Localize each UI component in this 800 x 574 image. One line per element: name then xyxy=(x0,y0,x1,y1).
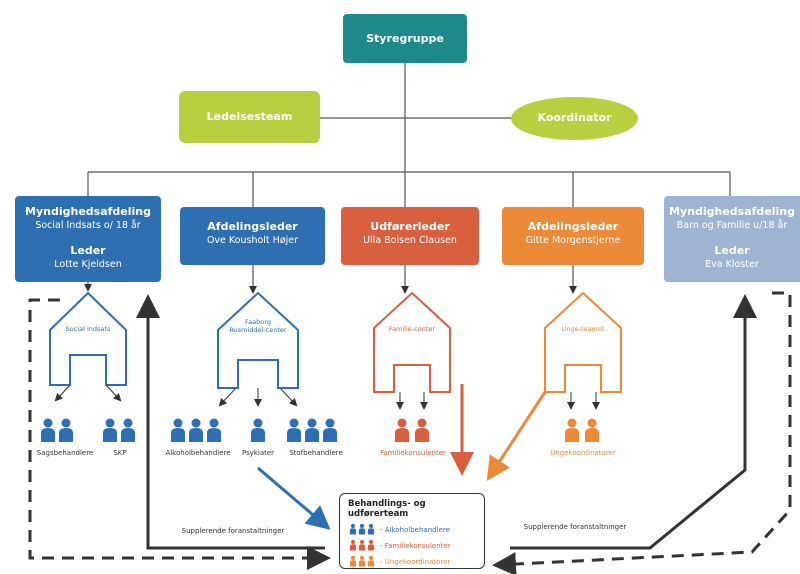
management-team-box: Ledelsesteam xyxy=(179,91,320,143)
team-row: - Alkoholbehandlere xyxy=(348,522,476,538)
coordinator-ellipse: Koordinator xyxy=(511,97,638,140)
unit-title: Afdelingsleder xyxy=(207,220,298,233)
unit-title: Myndighedsafdeling xyxy=(25,205,151,218)
person-icon xyxy=(367,540,375,551)
people-label-stof: Stofbehandlere xyxy=(289,449,343,457)
unit-role: Leder xyxy=(70,244,106,257)
people-icon xyxy=(349,524,375,535)
person-icon xyxy=(367,556,375,567)
unit-leader-name: Gitte Morgenstjerne xyxy=(525,235,621,246)
team-row: - Familiekonsulenter xyxy=(348,538,476,554)
house-label: Faaborg Rusmiddel-center xyxy=(229,318,287,334)
people-label-unge: Ungekoordinatorer xyxy=(550,449,616,457)
unit-role: Leder xyxy=(714,244,750,257)
steering-group-box: Styregruppe xyxy=(343,14,467,63)
team-row-label: - Ungekoordinatorer xyxy=(380,558,451,566)
treatment-team-title: Behandlings- og udførerteam xyxy=(348,499,426,519)
unit-box-rusmiddel: Afdelingsleder Ove Kousholt Højer xyxy=(180,207,325,265)
coordinator-label: Koordinator xyxy=(537,111,612,124)
people-label-alkohol: Alkoholbehandlere xyxy=(165,449,231,457)
unit-box-udfoerer: Udførerleder Ulla Boisen Clausen xyxy=(341,207,479,265)
person-icon xyxy=(358,540,366,551)
unit-title: Afdelingsleder xyxy=(527,220,619,233)
person-icon xyxy=(349,524,357,535)
unit-leader-name: Lotte Kjeldsen xyxy=(54,259,122,270)
unit-subtitle: Barn og Familie u/18 år xyxy=(676,220,788,231)
house-label: Unge-teamet xyxy=(561,325,605,333)
unit-subtitle: Social Indsats o/ 18 år xyxy=(35,220,141,231)
unit-title: Myndighedsafdeling xyxy=(669,205,795,218)
treatment-team-box: Behandlings- og udførerteam - Alkoholbeh… xyxy=(339,493,485,569)
steering-group-label: Styregruppe xyxy=(366,32,444,45)
people-label-familie: Familiekonsulenter xyxy=(380,449,446,457)
people-icon xyxy=(349,556,375,567)
unit-box-unge: Afdelingsleder Gitte Morgenstjerne xyxy=(502,207,644,265)
unit-leader-name: Eva Kloster xyxy=(705,259,759,270)
team-row-label: - Alkoholbehandlere xyxy=(380,526,450,534)
unit-box-social-adult: Myndighedsafdeling Social Indsats o/ 18 … xyxy=(15,196,161,282)
team-row: - Ungekoordinatorer xyxy=(348,554,476,570)
house-label: Social indsats xyxy=(65,325,111,333)
supplementary-label-left: Supplerende foranstaltninger xyxy=(181,527,285,535)
people-icon xyxy=(349,540,375,551)
house-label: Familie-center xyxy=(388,325,436,333)
management-team-label: Ledelsesteam xyxy=(206,110,293,123)
unit-title: Udførerleder xyxy=(370,220,450,233)
team-row-label: - Familiekonsulenter xyxy=(380,542,451,550)
people-label-sagsbehandlere: Sagsbehandlere xyxy=(36,449,94,457)
people-label-skp: SKP xyxy=(113,449,127,457)
person-icon xyxy=(358,524,366,535)
person-icon xyxy=(349,540,357,551)
person-icon xyxy=(358,556,366,567)
people-label-psykiater: Psykiater xyxy=(241,449,275,457)
person-icon xyxy=(367,524,375,535)
supplementary-label-right: Supplerende foranstaltninger xyxy=(523,523,627,531)
person-icon xyxy=(349,556,357,567)
unit-leader-name: Ove Kousholt Højer xyxy=(206,235,299,246)
unit-leader-name: Ulla Boisen Clausen xyxy=(363,235,457,246)
unit-box-family-child: Myndighedsafdeling Barn og Familie u/18 … xyxy=(664,196,800,282)
